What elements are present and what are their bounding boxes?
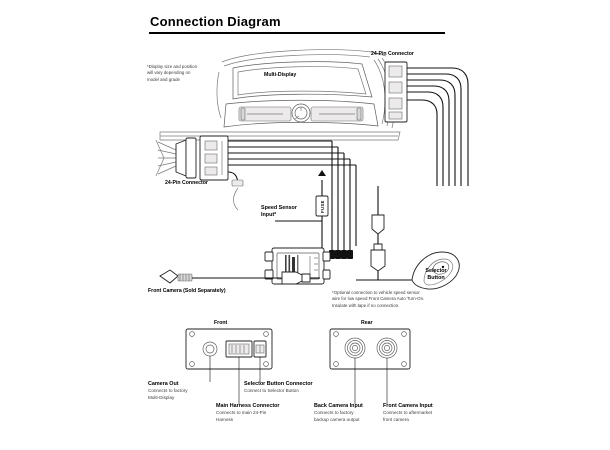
fuse-label: FUSE [319, 199, 325, 213]
wire-terminals [329, 250, 353, 259]
page-title: Connection Diagram [150, 14, 281, 29]
callout-camera-out-desc: Connects to factory Multi-Display [148, 388, 188, 400]
callout-main-harness: Main Harness Connector Connects to main … [216, 403, 286, 423]
left-connector-label: 24-Pin Connector [165, 180, 208, 186]
front-panel-graphic [185, 328, 273, 370]
callout-camera-out: Camera Out Connects to factory Multi-Dis… [148, 381, 208, 401]
display-size-note: *Display size and position will vary dep… [147, 64, 198, 82]
rear-panel-title: Rear [361, 320, 373, 326]
callout-back-camera-input-desc: Connects to factory backup camera output [314, 410, 360, 422]
title-underline [149, 32, 445, 34]
dashboard-illustration [159, 49, 401, 141]
fuse-holder: FUSE [316, 196, 328, 216]
top-24pin-connector [384, 61, 408, 123]
callout-front-camera-input-name: Front Camera Input [383, 403, 433, 409]
speed-sensor-note: *Optional connection to vehicle speed se… [332, 290, 425, 308]
speed-sensor-label: Speed Sensor Input* [261, 205, 297, 219]
callout-selector-connector: Selector Button Connector Connect to Sel… [244, 381, 326, 395]
callout-front-camera-input-desc: Connects to aftermarket front camera [383, 410, 433, 422]
harness-wires-left [227, 140, 357, 252]
callout-selector-connector-name: Selector Button Connector [244, 381, 313, 387]
harness-routing-top [407, 67, 469, 186]
top-connector-label: 24-Pin Connector [371, 51, 414, 57]
callout-leaders [209, 356, 388, 404]
selector-button-label: Selector Button [425, 268, 447, 282]
front-camera-lead [159, 269, 320, 285]
multi-display-label: Multi-Display [264, 72, 297, 78]
left-24pin-connector [155, 135, 229, 181]
callout-back-camera-input-name: Back Camera Input [314, 403, 363, 409]
rca-connectors [356, 186, 412, 281]
front-panel-title: Front [214, 320, 228, 326]
callout-back-camera-input: Back Camera Input Connects to factory ba… [314, 403, 380, 423]
rear-panel-graphic [329, 328, 411, 370]
callout-main-harness-desc: Connects to main 24-Pin Harness [216, 410, 267, 422]
callout-main-harness-name: Main Harness Connector [216, 403, 280, 409]
front-camera-label: Front Camera (Sold Separately) [148, 288, 226, 294]
callout-camera-out-name: Camera Out [148, 381, 179, 387]
selector-button-graphic [411, 251, 460, 290]
callout-front-camera-input: Front Camera Input Connects to aftermark… [383, 403, 449, 423]
callout-selector-connector-desc: Connect to Selector Button [244, 388, 299, 394]
